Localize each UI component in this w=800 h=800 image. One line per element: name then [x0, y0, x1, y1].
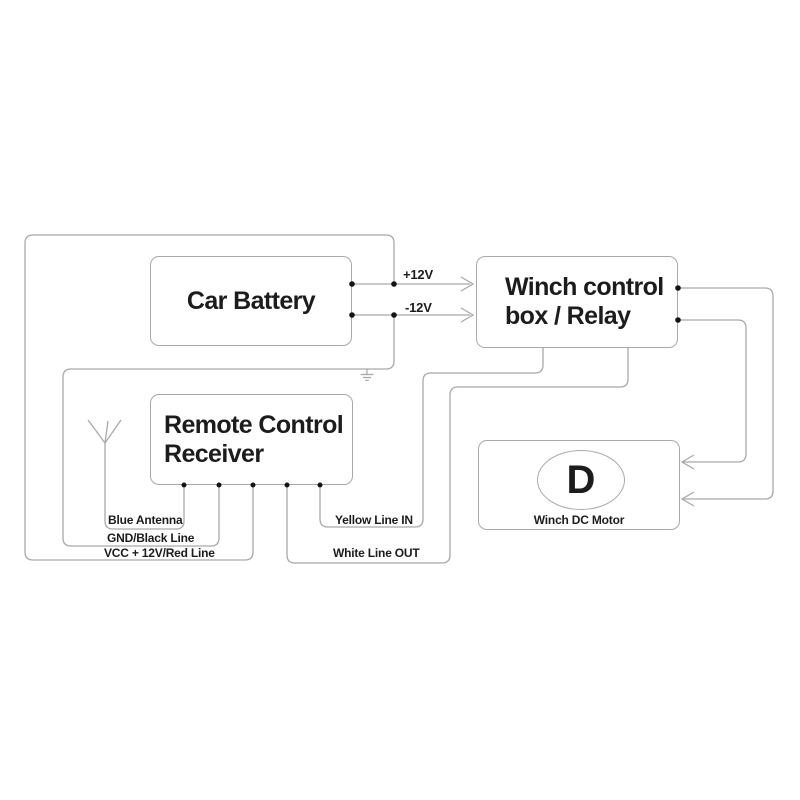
antenna-icon — [87, 419, 122, 444]
ground-icon — [360, 369, 374, 382]
junction-dot — [391, 312, 397, 318]
winch-control-label-line2: box / Relay — [505, 302, 631, 330]
winch-motor-label: Winch DC Motor — [533, 513, 625, 527]
winch-motor-box: D Winch DC Motor — [478, 440, 680, 530]
arrowhead-icon — [680, 491, 695, 507]
remote-receiver-label-line1: Remote Control — [164, 410, 344, 439]
arrowhead-icon — [460, 276, 475, 292]
wire-winch-to-motor-1 — [678, 287, 774, 500]
plus-12v-label: +12V — [403, 267, 433, 282]
winch-control-box: Winch control box / Relay — [476, 256, 678, 348]
car-battery-label: Car Battery — [186, 286, 316, 315]
winch-control-label-line1: Winch control — [505, 273, 664, 301]
vcc-red-line-label: VCC + 12V/Red Line — [104, 546, 215, 560]
minus-12v-label: -12V — [405, 300, 432, 315]
gnd-black-line-label: GND/Black Line — [107, 531, 195, 545]
arrowhead-icon — [460, 307, 475, 323]
remote-receiver-box: Remote Control Receiver — [150, 394, 353, 485]
motor-rotor-ellipse: D — [537, 450, 625, 510]
blue-antenna-label: Blue Antenna — [108, 513, 183, 527]
white-line-out-label: White Line OUT — [333, 546, 420, 560]
remote-receiver-label-line2: Receiver — [164, 439, 264, 468]
arrowhead-icon — [680, 454, 695, 470]
motor-rotor-symbol: D — [566, 457, 596, 502]
wire-winch-to-motor-2 — [678, 319, 747, 463]
car-battery-box: Car Battery — [150, 256, 352, 346]
yellow-line-in-label: Yellow Line IN — [335, 513, 413, 527]
junction-dot — [391, 281, 397, 287]
